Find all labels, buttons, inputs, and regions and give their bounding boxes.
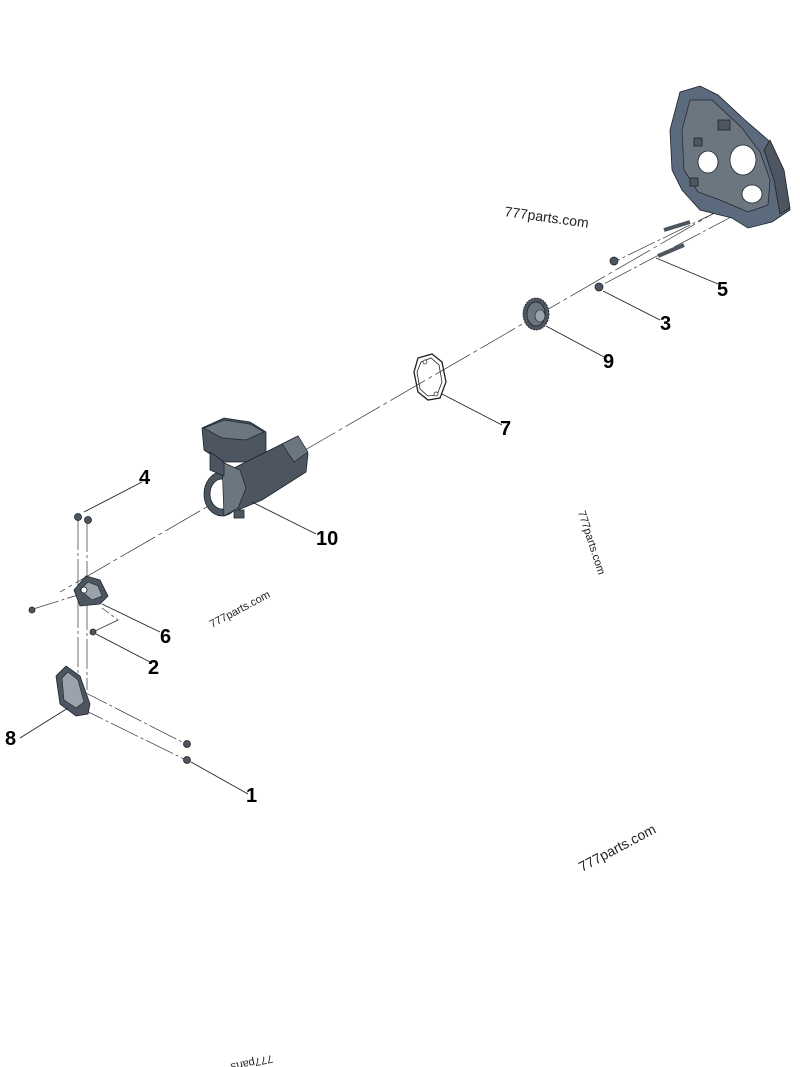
part-7-gasket [413, 353, 447, 401]
callout-4: 4 [139, 467, 151, 489]
watermarks: 777parts.com 777parts.com 777parts.com 7… [208, 203, 659, 1067]
bolt-axis-bracket [92, 607, 119, 633]
callout-8: 8 [5, 728, 16, 750]
callout-3: 3 [660, 313, 671, 335]
callout-5: 5 [717, 279, 728, 301]
part-5-studs [657, 220, 691, 258]
part-10-air-compressor [201, 417, 309, 519]
part-8-support-plate [55, 665, 91, 717]
callout-6: 6 [160, 626, 171, 648]
leader-3 [602, 290, 661, 321]
part-4-bolts [74, 513, 92, 524]
callout-7: 7 [500, 418, 511, 440]
watermark-right-rotated: 777parts.com [575, 509, 607, 576]
assembly-axis-lines [29, 197, 741, 761]
bracket-side-bolt [28, 606, 36, 614]
part-6-bracket [73, 575, 109, 607]
callout-10: 10 [316, 528, 338, 550]
part-3-nuts [594, 256, 619, 292]
leader-10 [251, 501, 317, 535]
leader-6 [101, 603, 161, 633]
stud-axis-upper [613, 207, 726, 263]
bolt-axis-horizontal-a [79, 689, 187, 745]
gear-housing-cover [669, 85, 791, 229]
watermark-bottom-right: 777parts.com [576, 821, 658, 875]
leader-8 [19, 707, 69, 739]
leader-4 [83, 481, 143, 513]
watermark-middle-left: 777parts.com [208, 589, 272, 631]
leader-2 [95, 633, 151, 663]
bolt-axis-side [29, 594, 79, 611]
callout-labels: 5 3 9 7 10 4 6 2 8 1 [5, 279, 728, 807]
callout-1: 1 [246, 785, 257, 807]
callout-9: 9 [603, 351, 614, 373]
watermark-bottom-cut: 777parts [229, 1052, 274, 1067]
leader-5 [655, 257, 719, 285]
part-2-bolt [89, 628, 97, 636]
callout-2: 2 [148, 657, 159, 679]
part-9-gear [522, 297, 550, 331]
part-1-bolts [183, 740, 191, 764]
leader-1 [190, 761, 249, 795]
callout-leader-lines [19, 257, 719, 795]
main-assembly-axis [59, 197, 741, 593]
bolt-axis-horizontal-b [75, 705, 187, 761]
stud-axis-lower [597, 214, 736, 288]
leader-9 [545, 325, 605, 358]
watermark-top: 777parts.com [504, 203, 590, 231]
leader-7 [441, 393, 503, 426]
